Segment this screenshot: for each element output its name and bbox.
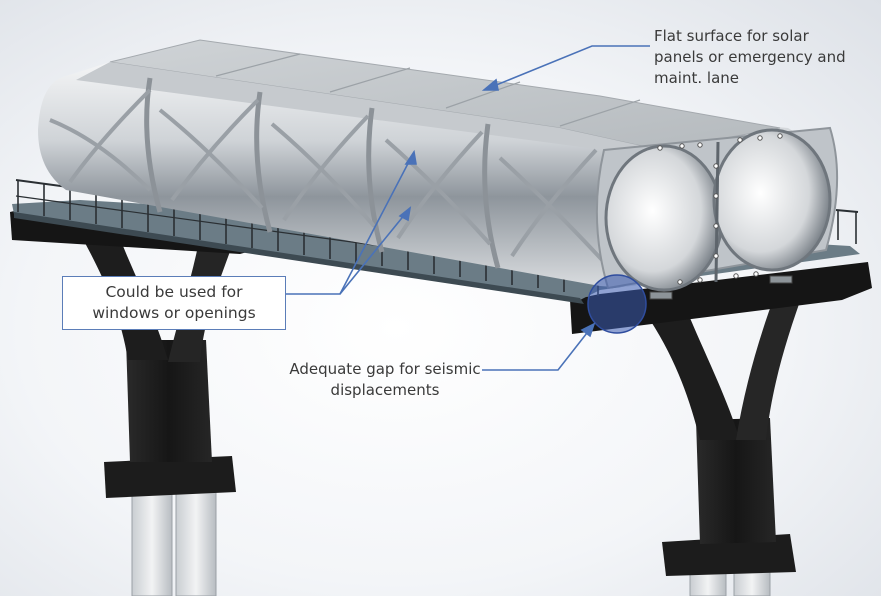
flat-surface-label: Flat surface for solar panels or emergen…: [654, 26, 874, 89]
flat-surface-arrowhead: [481, 78, 499, 91]
bracing-ribs: [144, 77, 501, 269]
seismic-gap-highlight: [587, 274, 647, 334]
railing-right: [835, 209, 859, 213]
right-arm: [736, 290, 804, 440]
right-pier-cap: [570, 262, 872, 334]
bolt-holes: [657, 133, 783, 285]
right-arm: [650, 318, 740, 440]
left-pier: [10, 206, 262, 596]
bearing-pad: [649, 291, 673, 300]
roof-front: [76, 62, 660, 150]
flat-surface-line: panels or emergency and: [654, 48, 846, 66]
left-footing: [104, 456, 236, 498]
seismic-gap-line: Adequate gap for seismic: [289, 360, 481, 378]
left-pile: [131, 479, 173, 596]
windows-leader-2: [339, 207, 411, 295]
windows-line: Could be used for: [105, 283, 243, 301]
roof-seams: [215, 53, 641, 127]
callout-lines: [286, 45, 650, 371]
diagonal-braces: [49, 88, 606, 264]
right-pier: [570, 262, 872, 596]
deck-edge: [14, 212, 584, 304]
seismic-gap-label: Adequate gap for seismic displacements: [285, 359, 485, 401]
twin-tube-structure: [38, 39, 839, 300]
windows-line: windows or openings: [92, 304, 256, 322]
left-bore: [604, 144, 724, 292]
bearing-pad: [769, 275, 793, 284]
windows-arrowhead-2: [398, 206, 412, 222]
center-web: [714, 141, 720, 283]
windows-arrowhead: [404, 149, 417, 165]
flat-surface-leader: [483, 45, 650, 91]
left-pile: [175, 479, 217, 596]
flat-surface-line: Flat surface for solar: [654, 27, 809, 45]
flat-surface-line: maint. lane: [654, 69, 739, 87]
seismic-leader: [482, 323, 595, 371]
right-column: [696, 418, 776, 544]
seismic-arrowhead: [580, 322, 596, 338]
right-footing: [662, 534, 796, 576]
right-bore: [712, 128, 832, 272]
windows-label: Could be used for windows or openings: [62, 276, 286, 330]
seismic-gap-line: displacements: [330, 381, 440, 399]
left-column: [126, 340, 212, 462]
